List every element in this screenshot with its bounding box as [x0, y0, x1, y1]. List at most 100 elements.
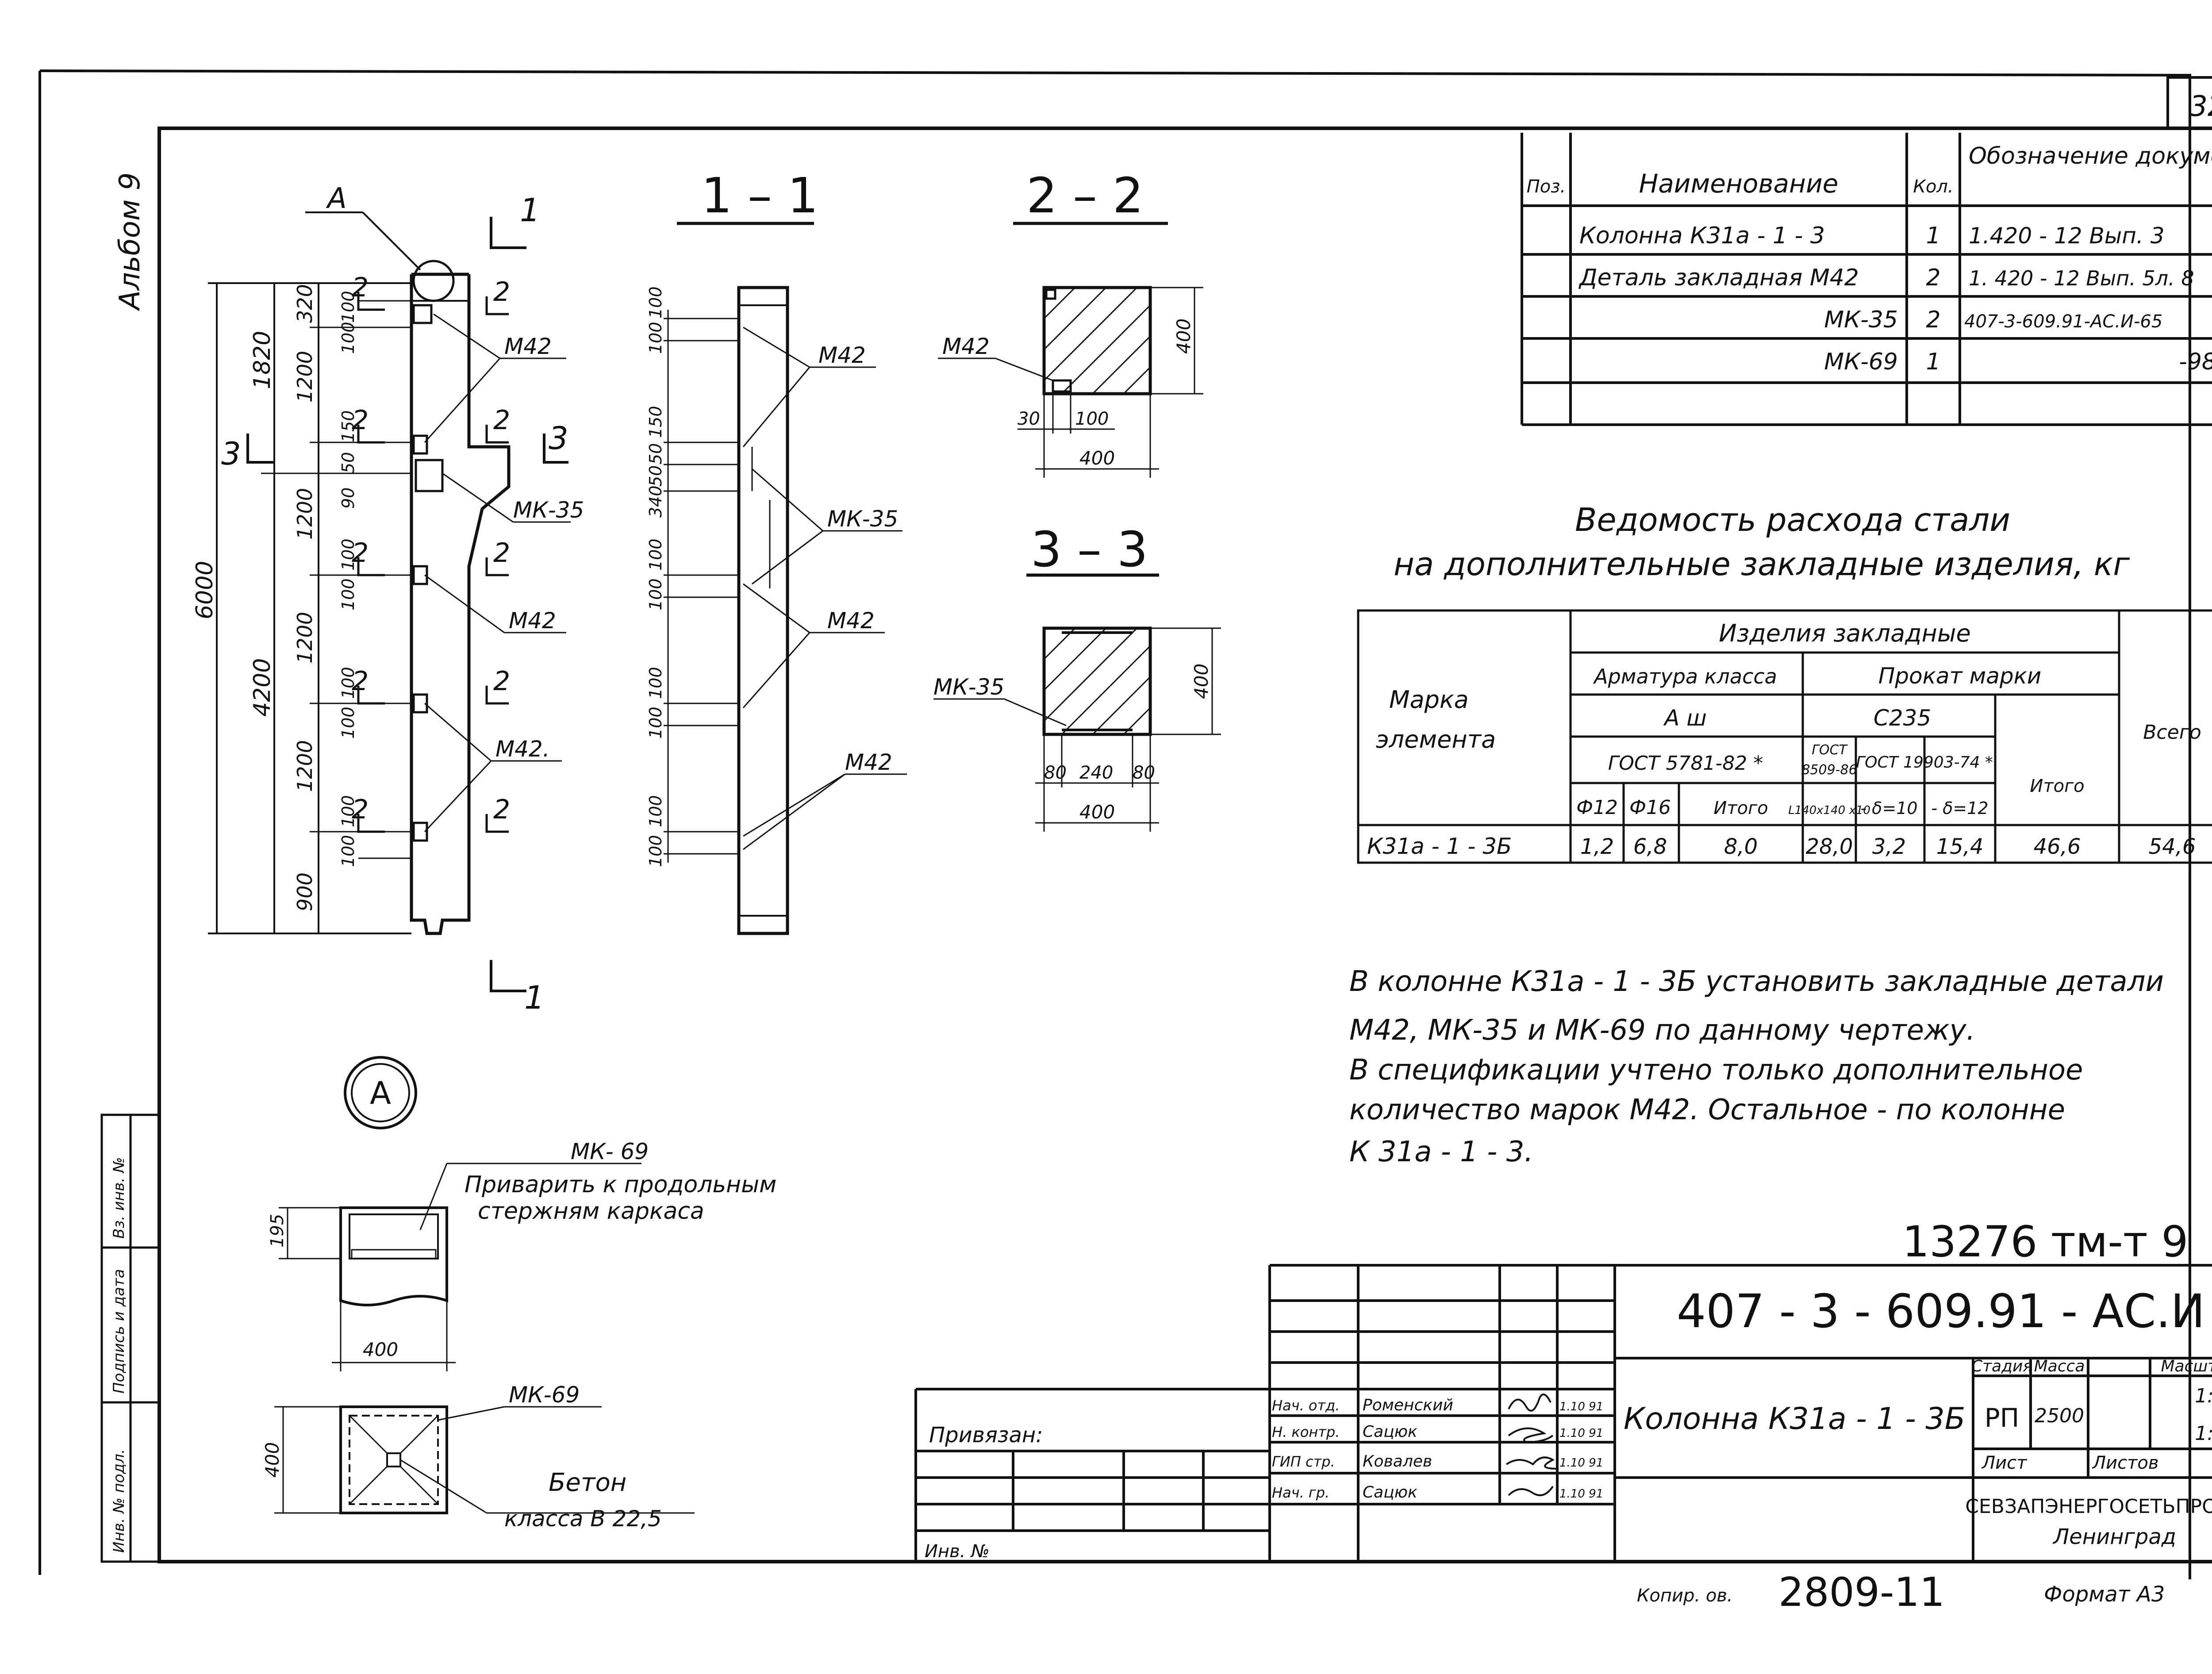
doc-code: 407 - 3 - 609.91 - АС.И - 27	[1677, 1284, 2212, 1338]
svg-text:Ковалев: Ковалев	[1363, 1452, 1432, 1471]
s33-label-mk35: МК-35	[933, 674, 1004, 700]
svg-text:80: 80	[1044, 763, 1067, 783]
svg-text:100: 100	[1075, 409, 1109, 429]
svg-text:2: 2	[1926, 265, 1940, 291]
svg-text:Сацюк: Сацюк	[1363, 1483, 1417, 1501]
svg-text:15,4: 15,4	[1936, 834, 1984, 859]
steel-row-mark: К31а - 1 - 3Б	[1367, 833, 1512, 859]
label-mk35: МК-35	[513, 497, 584, 523]
copy-number: 2809-11	[1778, 1569, 1945, 1616]
section-1-1-title: 1 – 1	[701, 167, 818, 224]
svg-text:2: 2	[493, 666, 510, 697]
label-m42-2: М42	[509, 608, 556, 634]
svg-text:195: 195	[267, 1214, 288, 1248]
svg-text:Марка: Марка	[1389, 686, 1469, 714]
s22-label-m42: М42	[942, 334, 990, 359]
svg-text:28,0: 28,0	[1806, 834, 1853, 859]
svg-text:8,0: 8,0	[1724, 834, 1758, 859]
svg-text:2: 2	[352, 405, 369, 436]
dim-total: 6000	[192, 561, 218, 619]
svg-text:2: 2	[493, 276, 510, 307]
detail-a-concrete-2: класса В 22,5	[504, 1506, 662, 1532]
detail-a-mk69-b: МК-69	[509, 1382, 580, 1408]
svg-text:1.10 91: 1.10 91	[1559, 1456, 1603, 1470]
label-m42-3: М42.	[495, 736, 550, 762]
svg-text:3: 3	[221, 436, 241, 472]
note-line-5: К 31а - 1 - 3.	[1349, 1136, 1533, 1168]
svg-text:46,6: 46,6	[2034, 834, 2081, 859]
svg-text:Лист: Лист	[1981, 1453, 2028, 1473]
detail-a-marker: А	[370, 1075, 391, 1111]
svg-text:340: 340	[646, 485, 665, 518]
sheet-number: 32	[2189, 90, 2212, 123]
svg-text:100: 100	[338, 667, 358, 699]
svg-text:МК-35: МК-35	[1824, 307, 1898, 333]
svg-text:240: 240	[1079, 763, 1113, 783]
cut-3-marks: 3 3	[221, 420, 568, 472]
spec-doc-header: Обозначение документа	[1969, 143, 2212, 169]
svg-text:54,6: 54,6	[2149, 834, 2196, 859]
svg-text:100: 100	[646, 538, 665, 571]
svg-text:Итого: Итого	[1713, 798, 1768, 818]
org-city: Ленинград	[2052, 1524, 2176, 1549]
svg-text:Всего: Всего	[2143, 721, 2201, 744]
s11-label-mk35: МК-35	[827, 506, 898, 532]
dim-900: 900	[293, 872, 317, 911]
svg-text:2500: 2500	[2035, 1405, 2084, 1427]
svg-text:1:20: 1:20	[2195, 1422, 2212, 1445]
dim-1200-b: 1200	[293, 488, 317, 540]
dim-320: 320	[293, 284, 317, 323]
svg-text:100: 100	[338, 835, 358, 867]
svg-text:100: 100	[338, 706, 358, 739]
detail-a: А 195 400 МК- 69 Приварить к продольным …	[261, 1056, 776, 1532]
org-name: СЕВЗАПЭНЕРГОСЕТЬПРОЕКТ	[1965, 1495, 2212, 1518]
svg-text:400: 400	[363, 1339, 398, 1360]
dim-1200-c: 1200	[293, 612, 317, 664]
side-stamp-ref-inv: Вз. инв. №	[110, 1157, 128, 1239]
svg-text:L140х140 х10: L140х140 х10	[1788, 804, 1870, 817]
doc-title: Колонна К31а - 1 - 3Б	[1624, 1401, 1965, 1436]
callout-a-label: А	[326, 182, 347, 215]
svg-text:90: 90	[338, 488, 358, 509]
title-block: 407 - 3 - 609.91 - АС.И - 27 Колонна К31…	[914, 1264, 2212, 1562]
svg-text:2: 2	[1926, 307, 1940, 333]
svg-text:2: 2	[352, 794, 369, 825]
svg-text:407-3-609.91-АС.И-65: 407-3-609.91-АС.И-65	[1964, 311, 2162, 332]
svg-text:100: 100	[646, 286, 665, 319]
svg-text:2: 2	[352, 666, 369, 697]
svg-text:100: 100	[646, 795, 665, 827]
section-3-3-title: 3 – 3	[1031, 521, 1148, 578]
bound-label: Привязан:	[929, 1423, 1043, 1447]
signatures	[1505, 1394, 1558, 1496]
cut-1-top: 1	[520, 192, 540, 229]
detail-a-note-2: стержням каркаса	[478, 1198, 704, 1225]
svg-text:2: 2	[352, 538, 369, 568]
svg-text:1:50: 1:50	[2195, 1385, 2212, 1407]
note-line-3: В спецификации учтено только дополнитель…	[1349, 1054, 2083, 1087]
svg-text:100: 100	[646, 667, 665, 699]
svg-text:Кол.: Кол.	[1913, 177, 1953, 197]
svg-text:Колонна К31а - 1 - 3: Колонна К31а - 1 - 3	[1579, 223, 1825, 249]
svg-text:РП: РП	[1985, 1403, 2020, 1433]
svg-text:Масса: Масса	[2034, 1357, 2085, 1375]
side-stamp-inv-orig: Инв. № подл.	[110, 1449, 128, 1553]
svg-text:Сацюк: Сацюк	[1363, 1423, 1417, 1441]
svg-text:150: 150	[338, 410, 358, 442]
dim-1200-a: 1200	[293, 351, 317, 403]
svg-text:2: 2	[352, 272, 369, 303]
svg-text:80: 80	[1133, 763, 1155, 783]
svg-text:Нач. гр.: Нач. гр.	[1272, 1484, 1329, 1501]
svg-text:100: 100	[646, 706, 665, 739]
frame: 32 Альбом 9 Инв. № подл. Подпись и дата …	[38, 69, 2212, 1579]
svg-text:400: 400	[1079, 447, 1115, 469]
svg-text:элемента: элемента	[1376, 726, 1496, 753]
dim-1820: 1820	[249, 331, 276, 389]
svg-text:Прокат марки: Прокат марки	[1878, 663, 2042, 689]
s11-label-m42-1: М42	[818, 342, 866, 368]
note-line-2: М42, МК-35 и МК-69 по данному чертежу.	[1349, 1014, 1975, 1047]
svg-text:1,2: 1,2	[1580, 834, 1614, 859]
svg-text:ГОСТ 5781-82 *: ГОСТ 5781-82 *	[1608, 752, 1763, 775]
notes: В колонне К31а - 1 - 3Б установить закла…	[1349, 965, 2164, 1168]
svg-text:ГИП стр.: ГИП стр.	[1272, 1453, 1335, 1470]
